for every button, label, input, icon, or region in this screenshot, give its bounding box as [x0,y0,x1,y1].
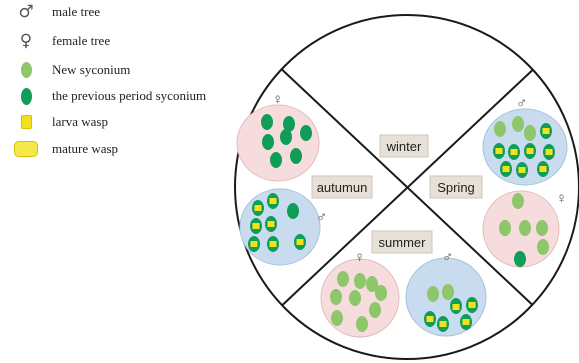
autumn-female-tree [236,104,320,182]
summer-male-symbol-icon: ♂ [442,249,453,266]
legend-previous-syconium: the previous period syconium [0,85,206,107]
label-summer-text: summer [379,235,427,250]
spring-female-syconia [499,193,549,255]
label-winter: winter [379,134,429,158]
larva-wasp-icon [20,115,32,129]
new-syconium-icon [20,62,32,78]
autumn-male-syconia [248,193,306,252]
spring-female-symbol-icon: ♀ [556,190,567,207]
label-autumn: autumun [311,175,373,199]
legend-female: ♀ female tree [0,30,110,52]
legend-larva-wasp-label: larva wasp [52,114,108,129]
previous-syconium-icon [20,87,32,105]
legend-previous-syconium-label: the previous period syconium [52,88,207,103]
legend-female-label: female tree [52,33,111,48]
legend-larva-wasp: larva wasp [0,111,108,133]
autumn-female-syconia [261,114,312,168]
label-spring-text: Spring [437,180,475,195]
summer-male-syconia [424,284,478,332]
mature-wasp-icon [14,141,38,157]
male-symbol-icon: ♂ [18,2,34,22]
autumn-female-symbol-icon: ♀ [272,91,283,108]
legend-mature-wasp-label: mature wasp [52,141,119,156]
label-winter-text: winter [386,139,422,154]
summer-female-symbol-icon: ♀ [354,249,365,266]
divider-ne-sw [274,62,541,313]
spring-male-symbol-icon: ♂ [516,95,527,112]
quadrant-dividers [274,62,541,313]
summer-female-syconia [330,271,387,332]
autumn-male-symbol-icon: ♂ [316,209,327,226]
legend-male: ♂ male tree [0,1,100,23]
spring-male-syconia [493,116,555,178]
label-summer: summer [371,230,433,254]
legend: ♂ male tree ♀ female tree New syconium t… [0,0,250,160]
legend-mature-wasp: mature wasp [0,138,118,160]
label-autumn-text: autumun [317,180,368,195]
female-symbol-icon: ♀ [19,31,33,51]
legend-new-syconium: New syconium [0,59,130,81]
spring-female-previous-syconium [514,251,526,267]
legend-new-syconium-label: New syconium [52,62,131,77]
label-spring: Spring [429,175,483,199]
legend-male-label: male tree [52,4,100,19]
